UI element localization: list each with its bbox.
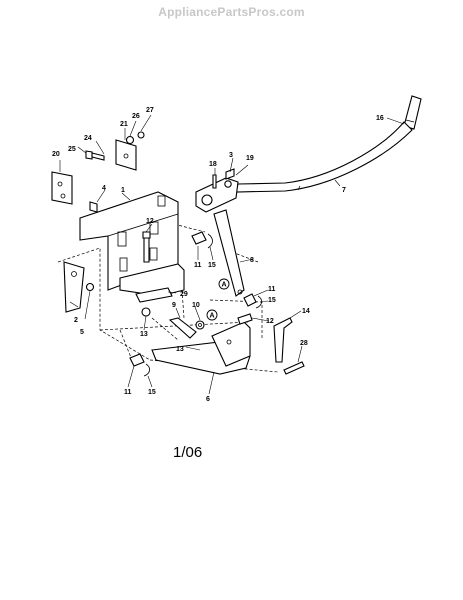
clip-part-15-lower bbox=[143, 363, 150, 377]
label-part-5: 5 bbox=[80, 329, 84, 336]
washer-part-10 bbox=[195, 320, 205, 330]
label-part-15-upper: 15 bbox=[208, 262, 216, 269]
label-part-19: 19 bbox=[246, 155, 254, 162]
lower-arm-part-6 bbox=[151, 321, 251, 375]
clevis-pin-part-11-lower bbox=[129, 353, 145, 367]
bracket-part-2 bbox=[63, 261, 85, 313]
callout-a-lower: A bbox=[206, 309, 218, 321]
label-part-2: 2 bbox=[74, 317, 78, 324]
label-part-4: 4 bbox=[102, 185, 106, 192]
label-part-20: 20 bbox=[52, 151, 60, 158]
callout-a-upper: A bbox=[218, 278, 230, 290]
label-part-1: 1 bbox=[121, 187, 125, 194]
label-part-8: 8 bbox=[250, 257, 254, 264]
leader-lines bbox=[59, 114, 405, 395]
label-part-15-lower: 15 bbox=[148, 389, 156, 396]
label-part-27: 27 bbox=[146, 107, 154, 114]
label-part-13-lower: 13 bbox=[176, 346, 184, 353]
label-part-29: 29 bbox=[180, 291, 188, 298]
date-code: 1/06 bbox=[173, 444, 202, 461]
clevis-pin-part-11-upper bbox=[191, 231, 207, 245]
link-arm-part-8 bbox=[213, 209, 245, 297]
hook-rod-part-14 bbox=[273, 317, 293, 363]
label-part-9: 9 bbox=[172, 302, 176, 309]
clip-part-15-upper bbox=[207, 233, 213, 249]
label-part-21: 21 bbox=[120, 121, 128, 128]
label-part-14: 14 bbox=[302, 308, 310, 315]
label-part-11-upper: 11 bbox=[194, 262, 202, 269]
label-part-10: 10 bbox=[192, 302, 200, 309]
bolt-part-12 bbox=[142, 231, 151, 263]
part-labels: 16 7 3 19 18 20 21 24 25 26 27 4 1 12 8 … bbox=[52, 107, 384, 403]
bolt-part-4 bbox=[89, 201, 98, 213]
label-part-25: 25 bbox=[68, 146, 76, 153]
plate-part-20 bbox=[51, 171, 73, 205]
label-part-11-mid: 11 bbox=[268, 286, 276, 293]
assembly-guides bbox=[57, 217, 279, 373]
lift-handle-part-7 bbox=[235, 121, 413, 193]
plate-part-21 bbox=[115, 139, 137, 171]
pin-part-28 bbox=[283, 361, 305, 375]
nut-washer-parts-26-27 bbox=[125, 131, 145, 145]
nut-part-13-upper bbox=[141, 307, 151, 317]
callout-a-lower-label: A bbox=[209, 313, 214, 320]
clevis-pin-part-11-mid bbox=[243, 293, 257, 307]
bracket-part-29 bbox=[135, 287, 173, 303]
label-part-18: 18 bbox=[209, 161, 217, 168]
label-part-13-upper: 13 bbox=[140, 331, 148, 338]
label-part-11-lower: 11 bbox=[124, 389, 132, 396]
label-part-15-mid: 15 bbox=[268, 297, 276, 304]
pivot-assembly bbox=[195, 168, 239, 213]
callout-a-upper-label: A bbox=[221, 282, 226, 289]
label-part-16: 16 bbox=[376, 115, 384, 122]
label-part-7: 7 bbox=[342, 187, 346, 194]
label-part-12-lower: 12 bbox=[266, 318, 274, 325]
label-part-24: 24 bbox=[84, 135, 92, 142]
bolt-part-12-lower bbox=[237, 313, 253, 325]
label-part-3: 3 bbox=[229, 152, 233, 159]
bolt-part-9 bbox=[168, 317, 197, 339]
label-part-6: 6 bbox=[206, 396, 210, 403]
watermark: AppliancePartsPros.com bbox=[158, 5, 305, 19]
nut-part-5 bbox=[85, 282, 95, 292]
bolt-part-25 bbox=[85, 150, 105, 161]
label-part-12-upper: 12 bbox=[146, 218, 154, 225]
clip-part-15-mid bbox=[255, 295, 262, 309]
label-part-26: 26 bbox=[132, 113, 140, 120]
label-part-28: 28 bbox=[300, 340, 308, 347]
